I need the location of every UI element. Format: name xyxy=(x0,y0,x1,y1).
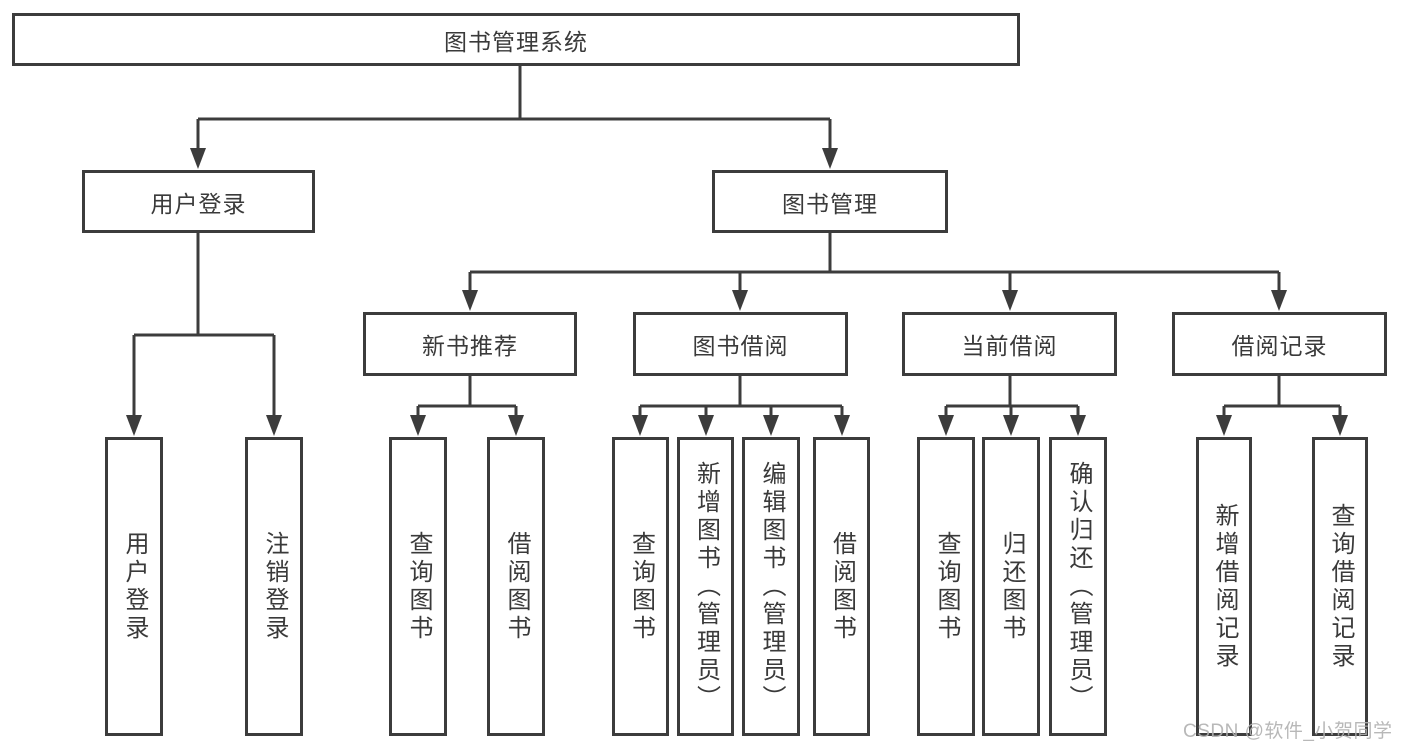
arrowhead xyxy=(410,415,426,436)
node-book-management: 图书管理 xyxy=(712,170,948,233)
arrowhead xyxy=(834,415,850,436)
leaf-newbooks-query-books: 查询图书 xyxy=(389,437,447,736)
leaf-label: 确认归还（管理员） xyxy=(1065,460,1092,713)
leaf-current-return-books: 归还图书 xyxy=(982,437,1040,736)
leaf-newbooks-borrow-books: 借阅图书 xyxy=(487,437,545,736)
arrowhead xyxy=(938,415,954,436)
arrowhead xyxy=(1003,415,1019,436)
leaf-label: 新增借阅记录 xyxy=(1211,502,1238,671)
arrowhead xyxy=(822,148,838,169)
leaf-borrow-add-books-admin: 新增图书（管理员） xyxy=(677,437,734,736)
node-user-login: 用户登录 xyxy=(82,170,315,233)
node-book-borrowing: 图书借阅 xyxy=(633,312,848,376)
arrowhead xyxy=(1332,415,1348,436)
arrowhead xyxy=(632,415,648,436)
leaf-label: 归还图书 xyxy=(998,530,1025,643)
node-label: 图书管理系统 xyxy=(444,28,588,55)
leaf-label: 查询借阅记录 xyxy=(1327,502,1354,671)
arrowhead xyxy=(1070,415,1086,436)
node-label: 借阅记录 xyxy=(1231,333,1328,359)
node-label: 图书借阅 xyxy=(692,333,789,359)
arrowhead xyxy=(732,290,748,311)
node-borrowing-records: 借阅记录 xyxy=(1172,312,1387,376)
arrowhead xyxy=(190,148,206,169)
leaf-current-query-books: 查询图书 xyxy=(917,437,975,736)
arrowhead xyxy=(1216,415,1232,436)
leaf-label: 注销登录 xyxy=(261,530,288,643)
arrowhead xyxy=(1002,290,1018,311)
node-label: 用户登录 xyxy=(150,190,247,217)
leaf-logout: 注销登录 xyxy=(245,437,303,736)
arrowhead xyxy=(1271,290,1287,311)
node-current-borrowing: 当前借阅 xyxy=(902,312,1117,376)
leaf-records-add-record: 新增借阅记录 xyxy=(1196,437,1252,736)
arrowhead xyxy=(508,415,524,436)
arrowhead xyxy=(763,415,779,436)
leaf-borrow-query-books: 查询图书 xyxy=(612,437,669,736)
leaf-user-login: 用户登录 xyxy=(105,437,163,736)
node-new-book-recommend: 新书推荐 xyxy=(363,312,577,376)
csdn-watermark: CSDN @软件_小贺同学 xyxy=(1183,721,1393,742)
node-label: 新书推荐 xyxy=(422,333,518,359)
leaf-label: 借阅图书 xyxy=(828,530,856,643)
tree-edges xyxy=(132,66,1342,418)
leaf-label: 查询图书 xyxy=(933,530,960,643)
leaf-label: 用户登录 xyxy=(121,530,148,643)
leaf-records-query-record: 查询借阅记录 xyxy=(1312,437,1368,736)
node-label: 图书管理 xyxy=(782,190,878,217)
leaf-borrow-edit-books-admin: 编辑图书（管理员） xyxy=(742,437,800,736)
arrowhead xyxy=(126,415,142,436)
leaf-label: 查询图书 xyxy=(627,530,655,643)
leaf-borrow-borrow-books: 借阅图书 xyxy=(813,437,870,736)
node-root-system: 图书管理系统 xyxy=(12,13,1020,66)
leaf-current-confirm-return-admin: 确认归还（管理员） xyxy=(1049,437,1107,736)
arrowhead xyxy=(462,290,478,311)
node-label: 当前借阅 xyxy=(961,333,1058,359)
leaf-label: 编辑图书（管理员） xyxy=(758,460,785,713)
leaf-label: 新增图书（管理员） xyxy=(692,460,720,713)
arrowhead xyxy=(698,415,714,436)
leaf-label: 借阅图书 xyxy=(503,530,530,643)
leaf-label: 查询图书 xyxy=(405,530,432,643)
arrowhead xyxy=(266,415,282,436)
